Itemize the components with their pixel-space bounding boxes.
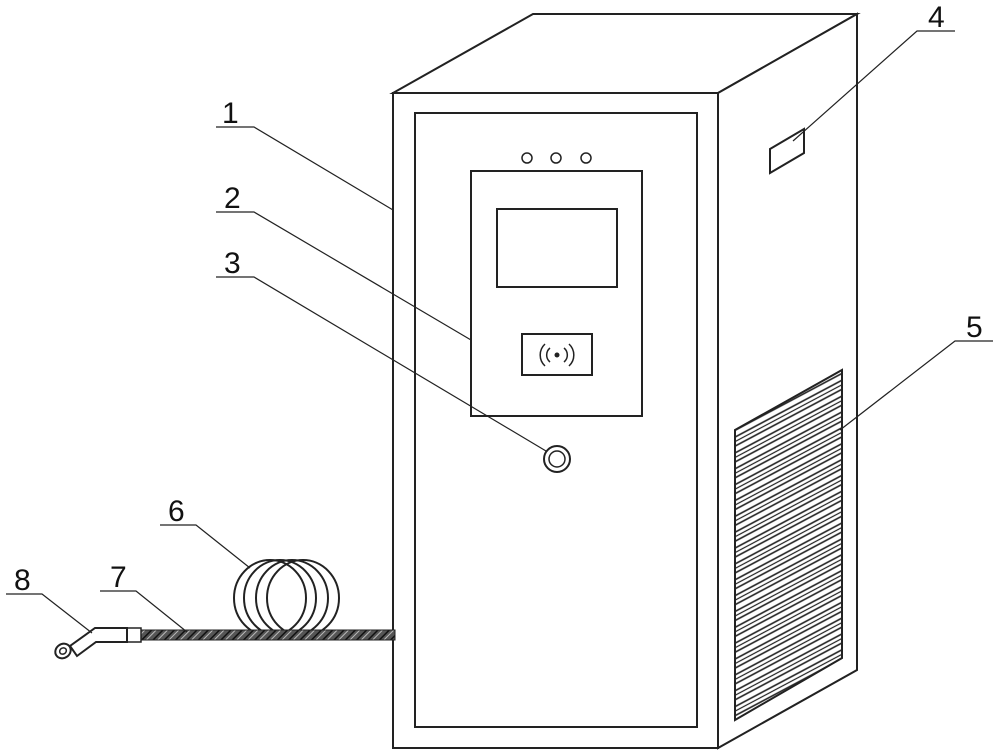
leader-8 [6, 594, 92, 633]
vent-grille [735, 370, 842, 720]
leader-7 [100, 591, 187, 632]
callout-4: 4 [928, 1, 945, 34]
control-panel-housing [471, 171, 642, 416]
callout-2: 2 [224, 182, 241, 215]
callout-7: 7 [110, 561, 127, 594]
charging-cable [140, 630, 395, 640]
callout-1: 1 [222, 97, 239, 130]
callout-3: 3 [224, 247, 241, 280]
callout-8: 8 [14, 564, 31, 597]
leader-5 [840, 341, 993, 430]
control-panel [471, 153, 642, 416]
leader-6 [160, 525, 250, 568]
callout-5: 5 [966, 311, 983, 344]
callout-6: 6 [168, 495, 185, 528]
charging-gun [52, 628, 141, 661]
cable-coil [234, 560, 339, 636]
leader-1 [216, 127, 393, 210]
